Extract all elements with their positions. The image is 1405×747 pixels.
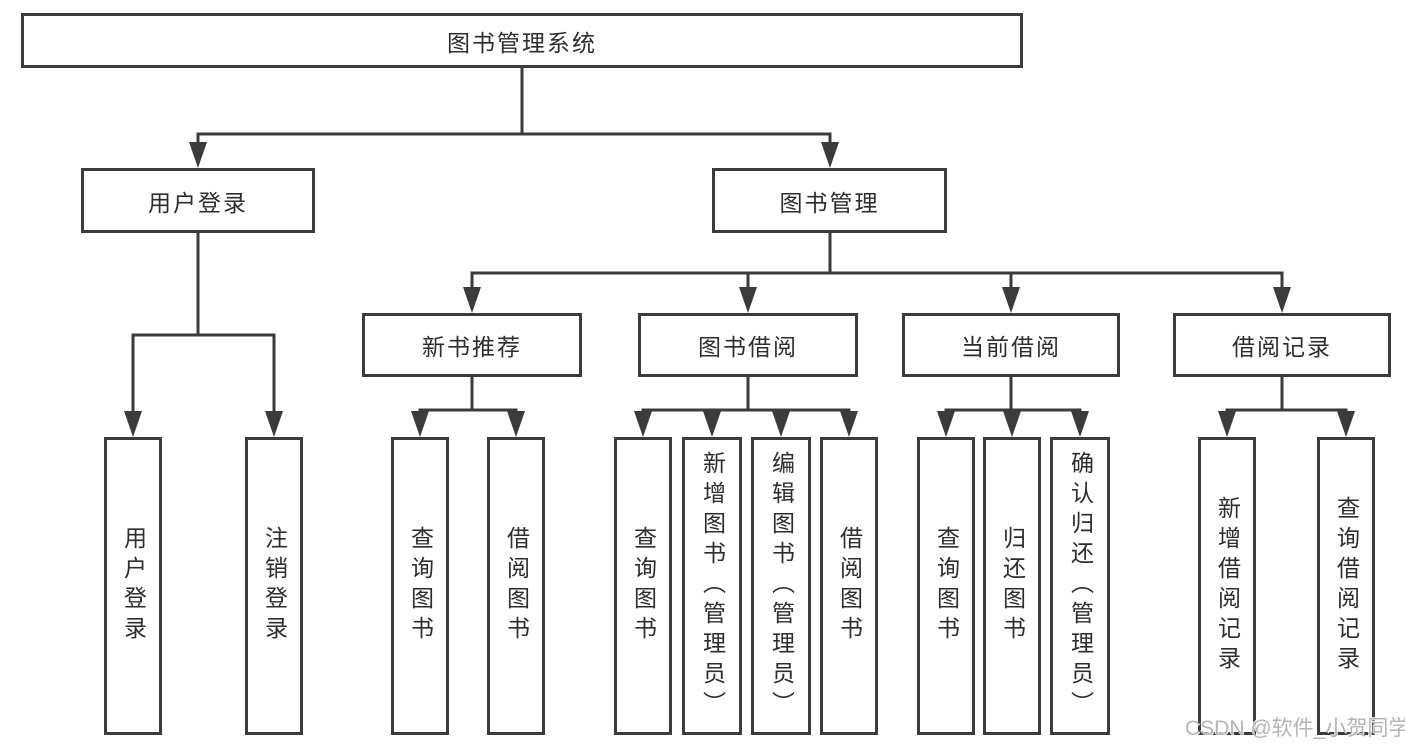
leaf-edit-books-admin: 编辑图书（管理员） — [751, 437, 811, 735]
node-label: 图书管理系统 — [447, 29, 597, 56]
node-new-book-recommend: 新书推荐 — [362, 313, 582, 377]
node-label: 当前借阅 — [961, 334, 1061, 360]
leaf-label: 归还图书 — [999, 526, 1026, 646]
leaf-current-query-books: 查询图书 — [917, 437, 975, 735]
leaf-label: 查询图书 — [407, 526, 434, 646]
node-label: 图书借阅 — [698, 334, 798, 360]
leaf-add-borrow-record: 新增借阅记录 — [1198, 437, 1256, 735]
node-current-borrow: 当前借阅 — [902, 313, 1120, 377]
leaf-query-borrow-record: 查询借阅记录 — [1317, 437, 1375, 735]
leaf-label: 新增图书（管理员） — [699, 451, 726, 721]
node-borrow-record: 借阅记录 — [1173, 313, 1391, 377]
node-label: 图书管理 — [779, 189, 880, 216]
node-book-borrow: 图书借阅 — [638, 313, 858, 377]
leaf-borrow-query-books: 查询图书 — [614, 437, 672, 735]
leaf-recommend-query-books: 查询图书 — [391, 437, 449, 735]
leaf-add-books-admin: 新增图书（管理员） — [682, 437, 742, 735]
leaf-label: 查询图书 — [630, 526, 657, 646]
leaf-label: 确认归还（管理员） — [1067, 451, 1094, 721]
leaf-logout-login: 注销登录 — [245, 437, 303, 735]
leaf-label: 借阅图书 — [836, 526, 863, 646]
leaf-label: 查询图书 — [933, 526, 960, 646]
csdn-watermark: CSDN @软件_小贺同学 — [1185, 717, 1405, 740]
leaf-label: 新增借阅记录 — [1214, 496, 1241, 676]
leaf-confirm-return-admin: 确认归还（管理员） — [1050, 437, 1110, 735]
node-user-login: 用户登录 — [81, 168, 315, 233]
leaf-label: 编辑图书（管理员） — [768, 451, 795, 721]
leaf-label: 用户登录 — [120, 526, 147, 646]
node-library-management-system: 图书管理系统 — [21, 13, 1023, 68]
leaf-label: 查询借阅记录 — [1333, 496, 1360, 676]
node-book-management: 图书管理 — [712, 168, 947, 233]
node-label: 新书推荐 — [422, 334, 522, 360]
leaf-borrow-books: 借阅图书 — [820, 437, 878, 735]
leaf-return-books: 归还图书 — [983, 437, 1041, 735]
leaf-label: 借阅图书 — [503, 526, 530, 646]
leaf-label: 注销登录 — [261, 526, 288, 646]
node-label: 用户登录 — [148, 189, 248, 216]
node-label: 借阅记录 — [1232, 334, 1332, 360]
leaf-user-login: 用户登录 — [104, 437, 162, 735]
leaf-recommend-borrow-books: 借阅图书 — [487, 437, 545, 735]
